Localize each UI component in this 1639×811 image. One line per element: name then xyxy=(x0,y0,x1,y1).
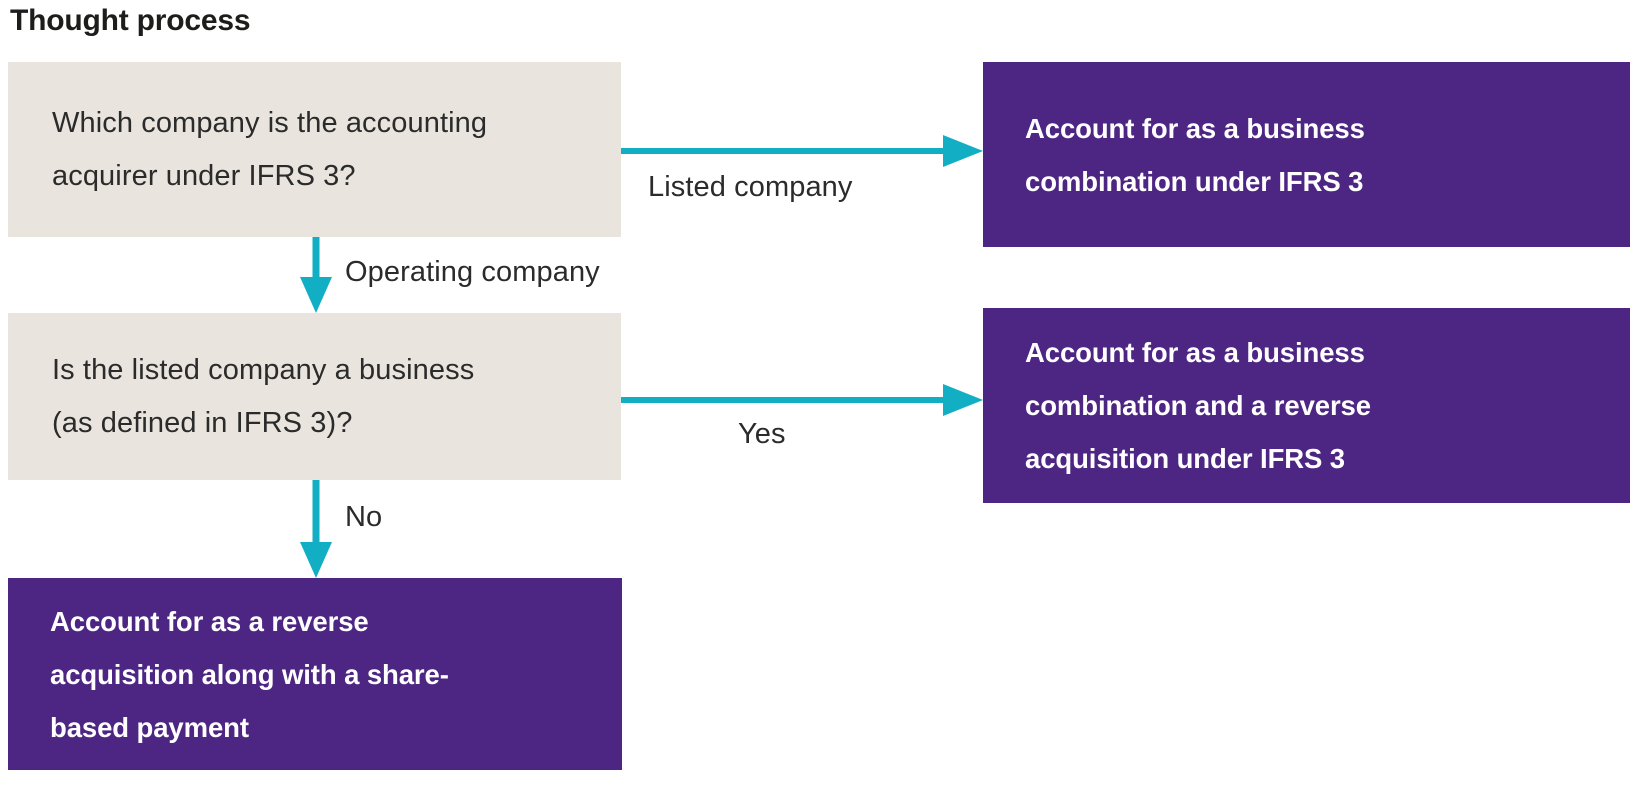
outcome-box-reverse-acquisition-ifrs3-line-3: acquisition under IFRS 3 xyxy=(1025,443,1346,474)
arrow-right-yes xyxy=(621,380,983,420)
outcome-box-share-based-payment-line-2: acquisition along with a share- xyxy=(50,658,449,690)
arrow-right-listed-company xyxy=(621,131,983,171)
outcome-box-reverse-acquisition-ifrs3-line-2: combination and a reverse xyxy=(1025,390,1371,421)
edge-label-no: No xyxy=(345,501,383,533)
arrow-down-no xyxy=(296,480,336,578)
question-box-listed-company-business-line-1: Is the listed company a business xyxy=(52,353,475,386)
outcome-box-business-combination: Account for as a business combination un… xyxy=(983,62,1630,247)
question-box-accounting-acquirer-line-2: acquirer under IFRS 3? xyxy=(52,159,356,192)
outcome-box-reverse-acquisition-ifrs3-line-1: Account for as a business xyxy=(1025,337,1365,368)
edge-label-listed-company: Listed company xyxy=(648,171,853,203)
page-title: Thought process xyxy=(10,4,251,37)
question-box-listed-company-business: Is the listed company a business (as def… xyxy=(8,313,621,480)
arrow-down-operating-company xyxy=(296,237,336,313)
question-box-accounting-acquirer-line-1: Which company is the accounting xyxy=(52,106,488,139)
outcome-box-share-based-payment: Account for as a reverse acquisition alo… xyxy=(8,578,622,770)
edge-label-yes: Yes xyxy=(738,418,786,450)
outcome-box-business-combination-line-1: Account for as a business xyxy=(1025,112,1365,144)
outcome-box-reverse-acquisition-ifrs3: Account for as a business combination an… xyxy=(983,308,1630,503)
outcome-box-business-combination-line-2: combination under IFRS 3 xyxy=(1025,165,1364,197)
outcome-box-share-based-payment-line-1: Account for as a reverse xyxy=(50,605,369,637)
edge-label-operating-company: Operating company xyxy=(345,256,600,288)
question-box-accounting-acquirer: Which company is the accounting acquirer… xyxy=(8,62,621,237)
outcome-box-share-based-payment-line-3: based payment xyxy=(50,711,249,743)
question-box-listed-company-business-line-2: (as defined in IFRS 3)? xyxy=(52,406,353,439)
